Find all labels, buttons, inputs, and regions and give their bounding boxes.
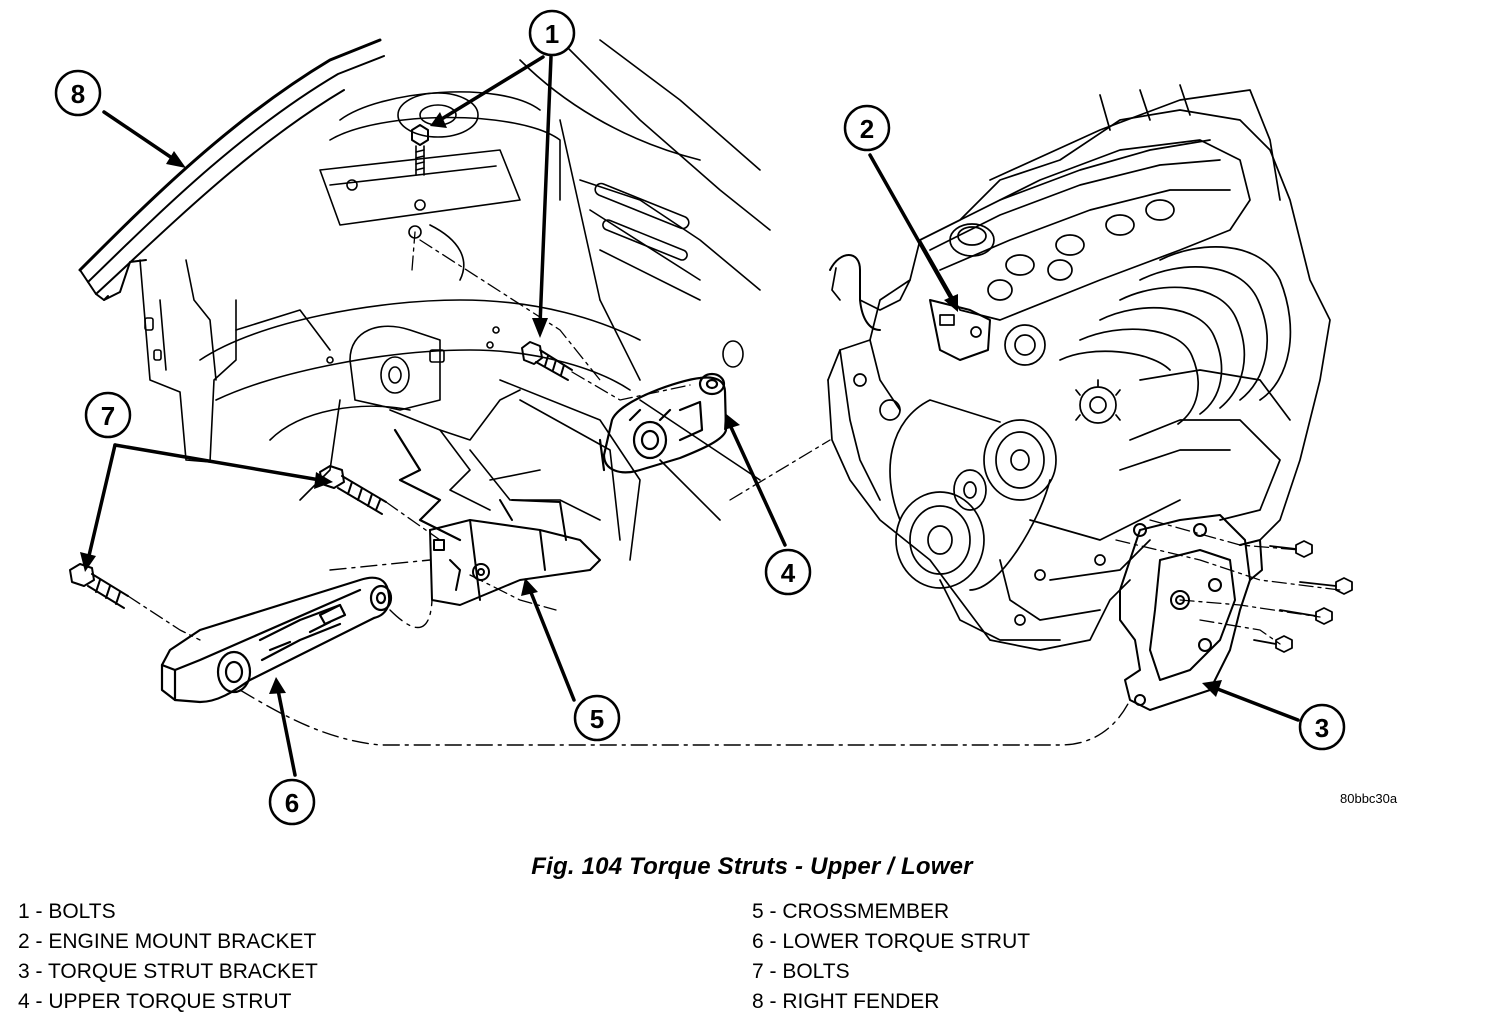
upper-strut-bolt (521, 341, 573, 381)
torque-strut-diagram: 1 2 3 4 5 6 7 8 80bbc30a (54, 9, 1398, 826)
callout-3: 3 (1298, 703, 1346, 751)
callout-3-label: 3 (1315, 713, 1329, 743)
figure-caption: Fig. 104 Torque Struts - Upper / Lower (531, 853, 973, 880)
leader-arrows (86, 55, 1300, 777)
callout-2-label: 2 (860, 114, 874, 144)
arrowheads (80, 112, 1222, 697)
legend-item: 8 - RIGHT FENDER (752, 990, 940, 1013)
callout-2: 2 (843, 104, 891, 152)
body-structure (139, 39, 771, 561)
callout-1-label: 1 (545, 19, 559, 49)
legend-item: 4 - UPPER TORQUE STRUT (18, 990, 292, 1013)
legend-item: 3 - TORQUE STRUT BRACKET (18, 960, 318, 983)
torque-strut-bracket (1119, 514, 1263, 711)
legend-item: 7 - BOLTS (752, 960, 850, 983)
lower-torque-strut (160, 576, 393, 704)
callout-5: 5 (573, 694, 621, 742)
legend-item: 1 - BOLTS (18, 900, 116, 923)
legend-left: 1 - BOLTS 2 - ENGINE MOUNT BRACKET 3 - T… (18, 897, 318, 1017)
upper-torque-strut (598, 372, 728, 474)
right-fender (78, 38, 385, 301)
callout-6-label: 6 (285, 788, 299, 818)
lower-link-line (239, 559, 1131, 746)
callout-4: 4 (764, 548, 812, 596)
crossmember (429, 499, 601, 606)
callout-5-label: 5 (590, 704, 604, 734)
legend-item: 6 - LOWER TORQUE STRUT (752, 930, 1031, 953)
callout-7-label: 7 (101, 401, 115, 431)
legend-item: 2 - ENGINE MOUNT BRACKET (18, 930, 317, 953)
callout-8: 8 (54, 69, 102, 117)
image-code: 80bbc30a (1340, 791, 1398, 806)
callout-8-label: 8 (71, 79, 85, 109)
callout-6: 6 (268, 778, 316, 826)
assembly-centerlines (127, 231, 1341, 645)
bracket-bolts (1253, 540, 1353, 653)
legend-item: 5 - CROSSMEMBER (752, 900, 950, 923)
callout-4-label: 4 (781, 558, 796, 588)
legend-right: 5 - CROSSMEMBER 6 - LOWER TORQUE STRUT 7… (752, 897, 1030, 1017)
engine-assembly (827, 84, 1331, 651)
callout-7: 7 (84, 391, 132, 439)
callout-1: 1 (528, 9, 576, 57)
